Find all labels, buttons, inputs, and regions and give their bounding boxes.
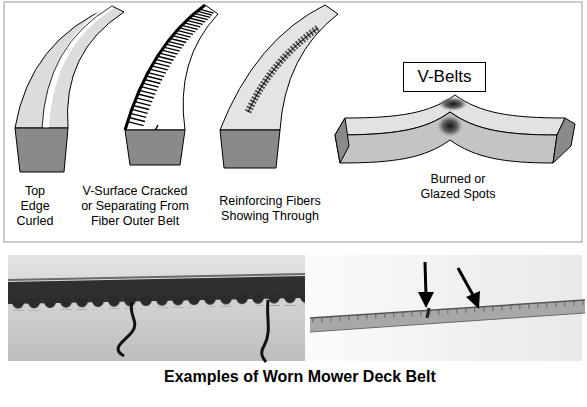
belt-edge <box>310 313 585 332</box>
belt-cross-section <box>15 128 68 172</box>
burn-spot <box>437 115 463 137</box>
glazed-belt-side <box>335 112 557 163</box>
box-title: V-Belts <box>418 67 472 87</box>
cracked-belt <box>125 5 218 130</box>
belt-edge <box>310 300 585 318</box>
panel-frame <box>4 2 582 242</box>
pointer-arrowhead <box>418 292 434 308</box>
belt-notches <box>310 300 585 323</box>
pointer-arrowhead <box>466 291 480 309</box>
curled-belt <box>15 6 124 128</box>
defect-label: Burned or Glazed Spots <box>417 172 499 202</box>
photo-caption: Examples of Worn Mower Deck Belt <box>164 368 436 386</box>
defect-label: V-Surface Cracked or Separating From Fib… <box>76 184 194 229</box>
belt-top-edge <box>8 274 305 280</box>
title-box: V-Belts <box>403 62 486 92</box>
exposed-fibers <box>248 28 318 112</box>
belt-end-face <box>553 118 575 163</box>
fiber-belt <box>220 5 338 130</box>
belt-end-face <box>335 118 349 163</box>
defect-label: Top Edge Curled <box>12 184 58 229</box>
belt-cross-section <box>125 130 185 165</box>
crack-hatching <box>128 9 214 126</box>
cracked-edge <box>125 5 205 130</box>
defect-label: Reinforcing Fibers Showing Through <box>212 194 328 224</box>
worn-belt <box>310 300 585 332</box>
loose-fiber <box>118 302 135 356</box>
burn-spot <box>438 97 468 111</box>
loose-fiber <box>262 300 268 362</box>
pointer-arrow <box>458 268 474 297</box>
belt-teeth <box>10 293 305 311</box>
curled-edge-line <box>42 6 112 128</box>
pointer-arrow <box>425 262 426 296</box>
belt-crack <box>427 308 429 318</box>
worn-belt-photo <box>8 255 305 361</box>
exposed-fiber-core <box>248 28 318 112</box>
belt-cross-section <box>220 130 280 168</box>
